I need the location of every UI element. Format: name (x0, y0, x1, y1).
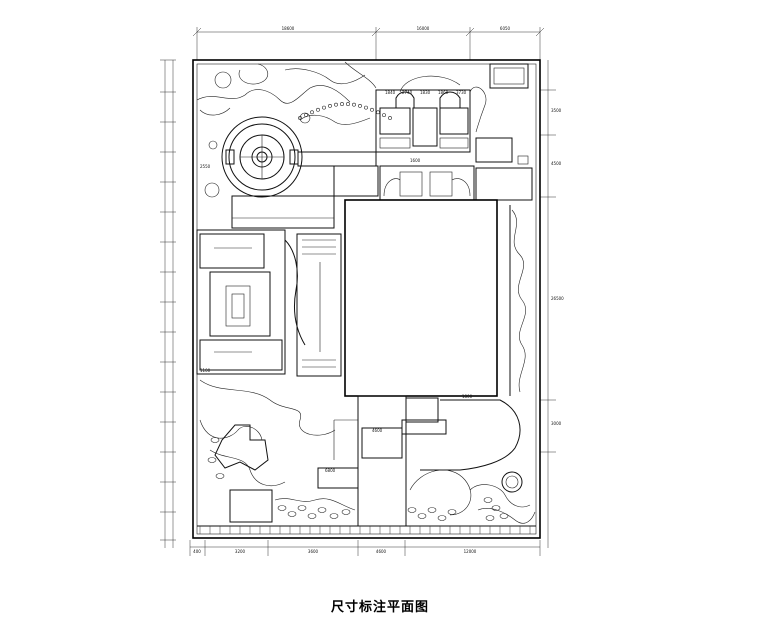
rockery-stone (407, 507, 417, 513)
stepping-stone (370, 107, 374, 112)
stepping-stone (346, 102, 350, 106)
bottom-dim-3: 3600 (308, 549, 319, 554)
rockery-stone (485, 515, 495, 521)
rockery-stone (341, 509, 351, 515)
bottom-dim-2: 3200 (235, 549, 246, 554)
west-wing-rooms (196, 229, 342, 377)
northeast-pavilion (399, 63, 529, 133)
rockery-stone (447, 509, 457, 515)
stepping-stone (322, 105, 326, 110)
stepping-stone (328, 103, 332, 108)
top-dim-2: 16000 (417, 26, 430, 31)
rockery-stone (277, 505, 287, 511)
stepping-stone (304, 113, 308, 117)
stepping-stone (358, 103, 362, 108)
southeast-deck-pond: 1800 (407, 394, 536, 524)
stepping-stone (352, 102, 356, 107)
rockery-stone (307, 513, 317, 519)
stepping-stone (298, 116, 302, 120)
top-dimension-chain: 18600 16000 6050 (192, 26, 545, 60)
bottom-dimension-chain: 400 3200 3600 4600 12000 (189, 540, 541, 556)
pavilion-dim: 4600 (372, 428, 383, 433)
rockery-stone (483, 497, 493, 503)
stepping-stone (388, 116, 392, 120)
drawing-title: 尺寸标注平面图 (330, 600, 429, 615)
stepping-stone (340, 102, 344, 106)
house-dim-1: 1840 (385, 90, 396, 95)
deck-dim: 1800 (462, 394, 473, 399)
house-dim-2: 2740 (402, 90, 413, 95)
left-dim-mid: 2550 (200, 164, 211, 169)
east-planting-strip (509, 205, 526, 396)
right-dim-big: 26500 (551, 296, 564, 301)
rockery-stone (297, 505, 307, 511)
house-dim-4: 1860 (438, 90, 449, 95)
rockery-stone (427, 507, 437, 513)
rockery-stone (207, 457, 217, 463)
top-dim-3: 6050 (500, 26, 511, 31)
rockery-stone (317, 507, 327, 513)
right-dim-mid: 4500 (551, 161, 562, 166)
main-house: 1840 2740 1830 1860 3730 1600 (375, 89, 533, 201)
rockery-stone (491, 505, 501, 511)
bottom-dim-1: 400 (193, 549, 201, 554)
stepping-stone (316, 107, 320, 112)
bottom-dim-5: 12000 (464, 549, 477, 554)
stepping-stone (382, 113, 386, 117)
south-boundary-wall (197, 525, 536, 534)
stepping-stone (376, 110, 380, 115)
north-garden-planting (196, 61, 392, 198)
connecting-corridor (231, 151, 379, 229)
southwest-pond-rockery: 6800 (199, 379, 359, 523)
pond-dim: 6800 (325, 468, 336, 473)
rockery-stone (417, 513, 427, 519)
stepping-stone (334, 102, 338, 107)
stepping-stone (364, 105, 368, 110)
left-dimension-chain: 2550 1100 (160, 59, 211, 548)
circular-pavilion (221, 116, 303, 198)
house-dim-3: 1830 (420, 90, 431, 95)
rockery-stone (287, 511, 297, 517)
rockery-stone (437, 515, 447, 521)
top-dim-1: 18600 (282, 26, 295, 31)
terrace-dim: 1600 (410, 158, 421, 163)
south-pavilion: 4600 (333, 395, 447, 527)
right-dimension-chain: 3500 4500 26500 3000 (540, 60, 564, 548)
central-courtyard (344, 199, 498, 397)
rockery-stone (215, 473, 225, 479)
rockery-stone (210, 437, 220, 443)
right-dim-top: 3500 (551, 108, 562, 113)
house-dim-5: 3730 (456, 90, 467, 95)
site-boundary (192, 59, 541, 539)
rockery-stone (499, 513, 509, 519)
right-dim-low: 3000 (551, 421, 562, 426)
rockery-stone (329, 513, 339, 519)
stepping-stone (310, 110, 314, 115)
bottom-dim-4: 4600 (376, 549, 387, 554)
